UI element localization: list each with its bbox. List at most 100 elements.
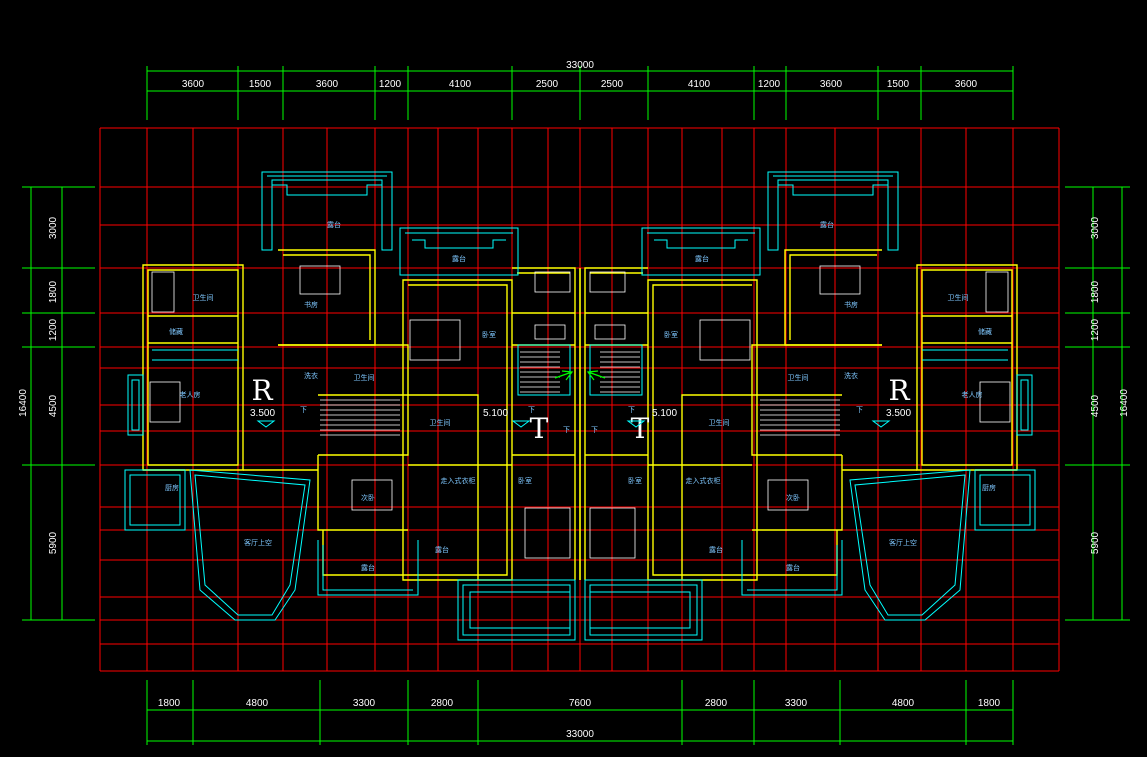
cyan-outline [462,584,571,636]
right-dim-2: 1800 [1090,280,1101,303]
right-dim-5: 5900 [1090,531,1101,554]
stair-down-4: 下 [856,406,863,414]
level-right-inner: 5.100 [652,408,677,419]
cyan-outline [589,591,691,629]
top-dim-2: 1500 [249,79,272,90]
cyan-outline [979,474,1031,526]
bottom-dim-7: 3300 [785,698,808,709]
furniture [151,271,175,313]
left-laundry: 洗衣 [304,371,318,380]
left-living-void: 客厅上空 [244,538,272,547]
top-total-dimension: 33000 [566,60,594,71]
cyan-outline [747,545,838,591]
left-dim-4: 4500 [48,394,59,417]
top-dim-3: 3600 [316,79,339,90]
cyan-outline [124,469,186,531]
right-bath-inner: 卫生间 [709,418,730,427]
right-master-bedroom-upper: 卧室 [664,330,678,339]
right-dim-3: 1200 [1090,318,1101,341]
bottom-dim-2: 4800 [246,698,269,709]
right-total-dimension: 16400 [1119,389,1130,417]
right-bath-mid: 卫生间 [788,373,809,382]
stair-down-2: 下 [563,426,570,434]
left-elder-room: 老人房 [180,390,201,399]
right-dimensions: 3000 1800 1200 4500 5900 16400 [1090,216,1130,554]
top-dim-4: 1200 [379,79,402,90]
left-unit-labels: 露台 书房 卫生间 储藏 洗衣 卫生间 老人房 厨房 客厅上空 露台 次卧 走入… [165,220,532,572]
bottom-dim-6: 2800 [705,698,728,709]
left-dim-3: 1200 [48,318,59,341]
left-walk-in-closet: 走入式衣柜 [441,476,476,485]
left-balcony-top: 露台 [327,220,341,229]
right-unit-labels: 露台 书房 卫生间 储藏 洗衣 卫生间 老人房 厨房 客厅上空 露台 次卧 走入… [628,220,996,572]
wall-segment [789,254,877,340]
wall-segment [751,344,882,395]
bottom-dim-5: 7600 [569,698,592,709]
left-balcony-bottom: 露台 [361,563,375,572]
right-balcony-top: 露台 [820,220,834,229]
furniture [524,507,571,559]
level-left-outer: 3.500 [250,408,275,419]
furniture [589,271,626,293]
r-symbol-right: R [888,374,910,407]
wall-segment [408,284,508,576]
bottom-dim-3: 3300 [353,698,376,709]
bottom-dim-1: 1800 [158,698,181,709]
wall-segment [584,267,648,580]
wall-segment [278,344,409,395]
wall-segment [283,254,371,340]
cyan-outline [129,474,181,526]
cyan-outline [412,239,506,249]
cyan-outline [974,469,1036,531]
furniture [299,265,341,295]
cyan-outline [469,591,571,629]
left-bath-mid: 卫生间 [354,373,375,382]
wall-segment [318,394,409,456]
wall-segment [752,455,843,531]
bottom-total-dimension: 33000 [566,729,594,740]
wall-segment [751,394,842,456]
cyan-outline [589,584,698,636]
cyan-outline [778,184,888,196]
furniture [149,381,181,423]
cyan-outline [261,171,393,251]
right-dim-4: 4500 [1090,394,1101,417]
left-dimensions: 16400 3000 1800 1200 4500 5900 [18,216,59,554]
stair-labels: 下 下 下 下 下 下 [300,406,863,434]
left-bath-inner: 卫生间 [430,418,451,427]
top-dim-11: 1500 [887,79,910,90]
cyan-outline [589,344,643,396]
right-living-void: 客厅上空 [889,538,917,547]
left-master-bedroom: 卧室 [518,476,532,485]
cyan-outline [1016,374,1033,436]
wall-segment [652,284,752,576]
left-dim-5: 5900 [48,531,59,554]
cyan-outline [584,579,703,641]
furniture [534,324,566,340]
left-bath-top: 卫生间 [193,293,214,302]
top-dim-6: 2500 [536,79,559,90]
cyan-outline [849,469,971,621]
r-symbol-left: R [251,374,273,407]
right-study: 书房 [844,300,858,309]
right-walk-in-closet: 走入式衣柜 [686,476,721,485]
cyan-outline [399,227,519,276]
cyan-outline [322,545,413,591]
level-left-inner: 5.100 [483,408,508,419]
stair-down-5: 下 [528,406,535,414]
bottom-dim-4: 2800 [431,698,454,709]
dimension-lines [22,66,1130,745]
top-dim-9: 1200 [758,79,781,90]
top-dimensions: 33000 3600 1500 3600 1200 4100 2500 2500… [182,60,978,90]
right-kitchen: 厨房 [982,483,996,492]
cyan-outline [641,227,761,276]
furniture [409,319,461,361]
bottom-dimensions: 1800 4800 3300 2800 7600 2800 3300 4800 … [158,698,1001,740]
furniture [985,271,1009,313]
furniture [819,265,861,295]
cyan-outline [131,379,140,431]
t-symbol-right: T [631,412,650,445]
cyan-outline [1020,379,1029,431]
right-dim-1: 3000 [1090,216,1101,239]
